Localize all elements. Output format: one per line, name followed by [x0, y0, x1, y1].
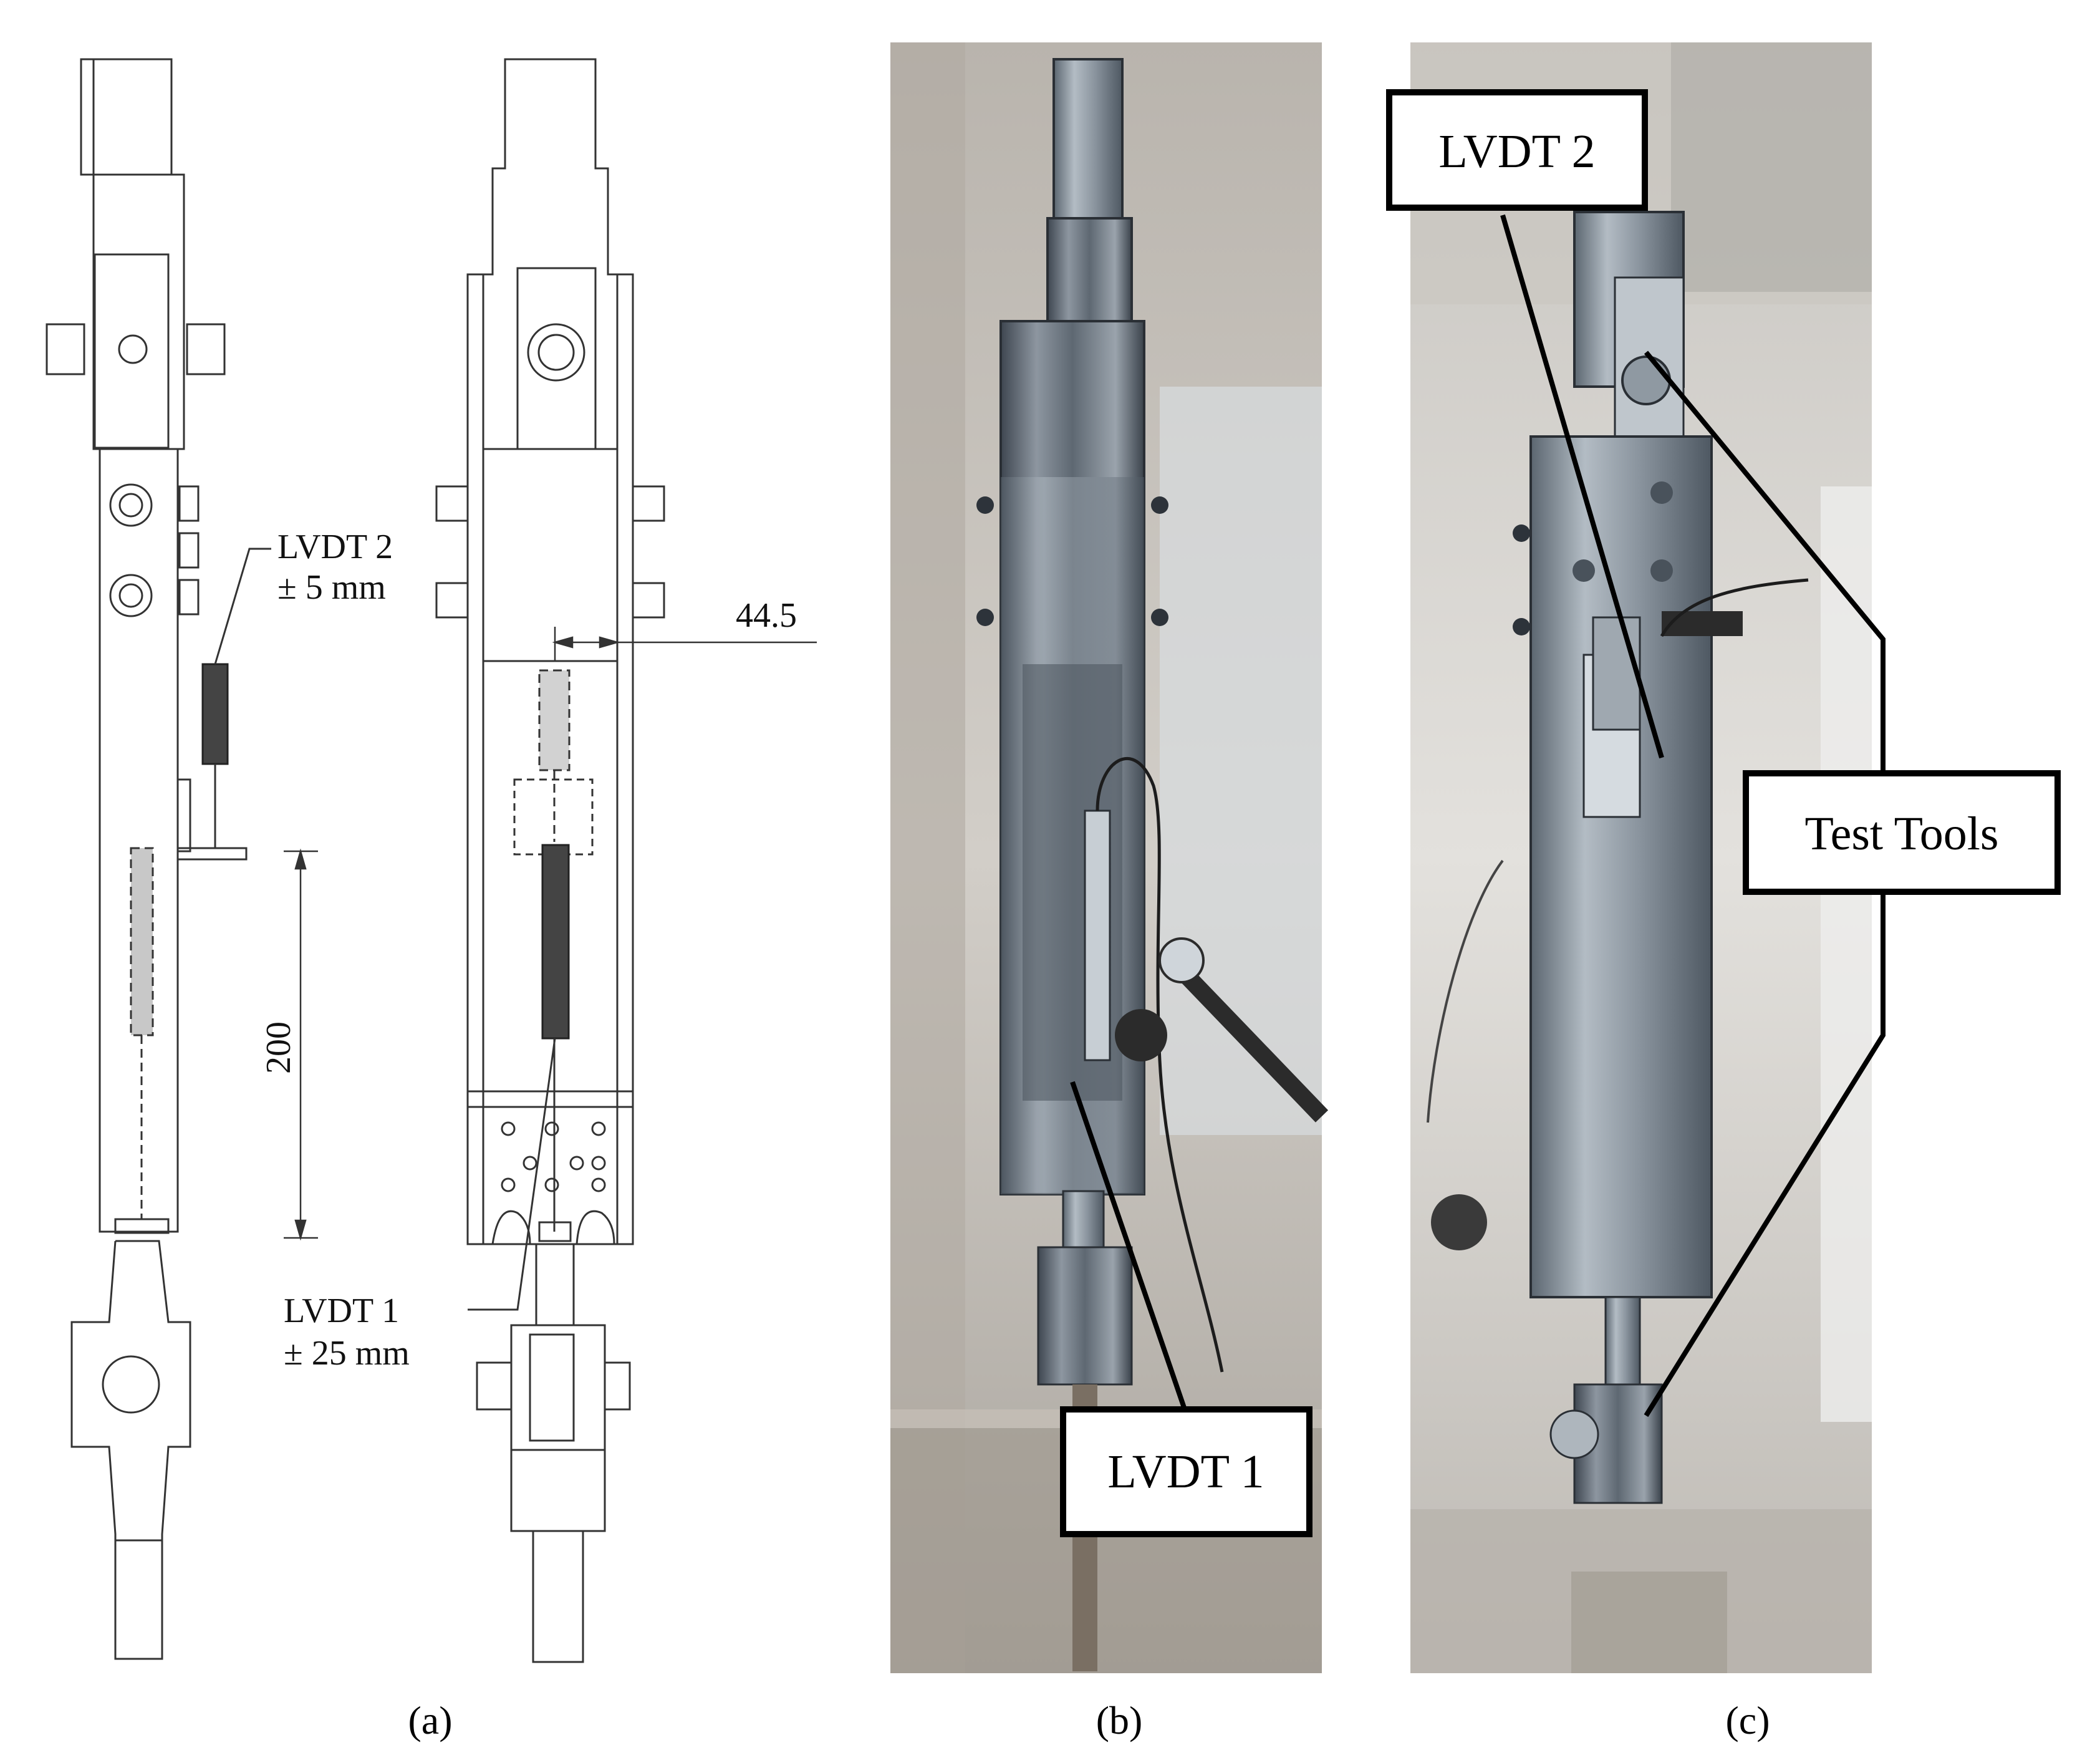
lvdt2-label: LVDT 2 — [277, 528, 393, 566]
lvdt1-callout-box — [1060, 1406, 1312, 1537]
lvdt1-leader — [468, 1038, 556, 1311]
lvdt1-callout-text: LVDT 1 — [1107, 1446, 1264, 1498]
dim-44-5-label: 44.5 — [736, 596, 797, 635]
caption-a: (a) — [408, 1698, 452, 1742]
left-view-lower-clevis — [70, 1240, 191, 1660]
lvdt2-callout-line — [1500, 214, 1664, 759]
lvdt2-callout-box — [1386, 89, 1648, 211]
lvdt2-callout-text: LVDT 2 — [1438, 125, 1595, 178]
lvdt1-label: LVDT 1 — [284, 1292, 399, 1330]
dimension-200 — [284, 848, 318, 1241]
dim-200-label: 200 — [259, 1021, 298, 1074]
panel-b-photo — [890, 42, 1329, 1673]
lvdt1-callout-line — [1070, 1081, 1187, 1411]
lvdt2-body-left — [201, 663, 229, 765]
lvdt1-range: ± 25 mm — [284, 1334, 410, 1373]
left-view-specimen — [46, 58, 248, 1234]
lvdt2-leader — [214, 548, 271, 665]
panel-c-photo — [1410, 42, 1872, 1673]
test-tools-callout-line-lower — [1644, 892, 1886, 1418]
panel-a-drawing — [46, 58, 817, 1663]
test-tools-callout-text: Test Tools — [1805, 808, 1999, 860]
test-tools-callout-box — [1743, 770, 2061, 895]
dimension-44-5 — [552, 627, 817, 661]
test-tools-callout-line-upper — [1644, 350, 1886, 773]
right-view-lower-clevis — [476, 1243, 631, 1663]
lvdt2-range: ± 5 mm — [277, 568, 386, 607]
caption-b: (b) — [1096, 1698, 1143, 1742]
caption-c: (c) — [1725, 1698, 1770, 1742]
